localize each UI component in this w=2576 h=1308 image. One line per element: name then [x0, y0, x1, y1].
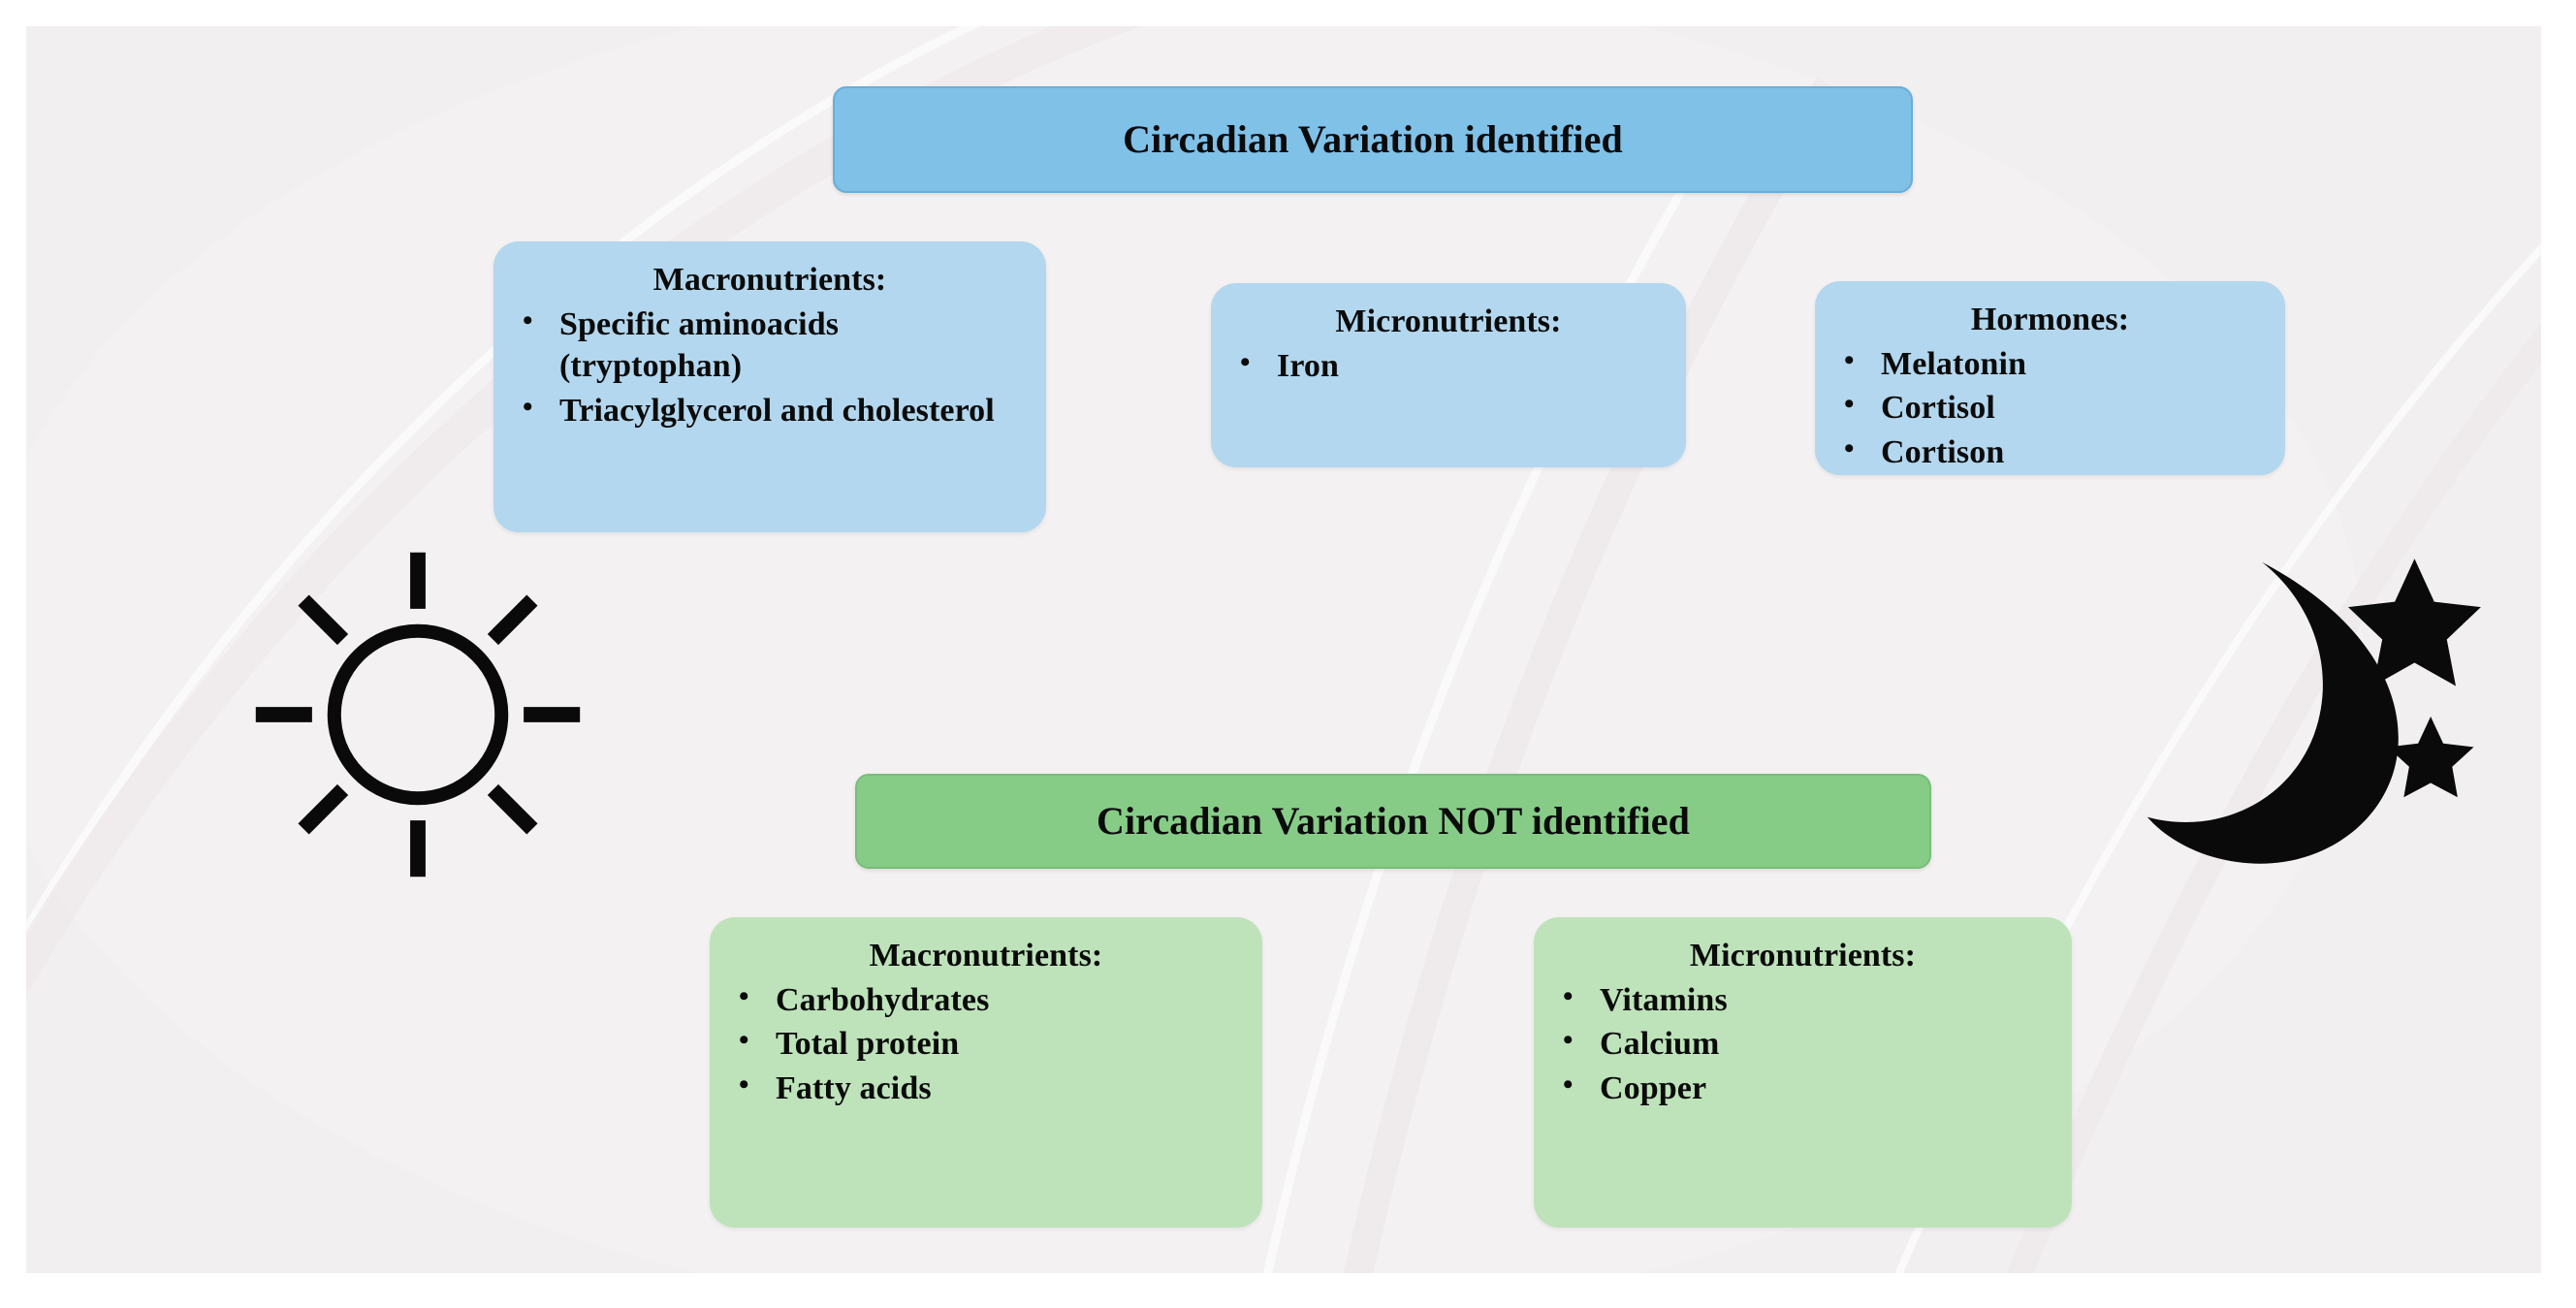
- box-title: Hormones:: [1970, 302, 2130, 337]
- bullet-list: Iron: [1232, 344, 1665, 388]
- list-item: Calcium: [1555, 1022, 2051, 1066]
- slide-panel: Circadian Variation identified Macronutr…: [26, 26, 2541, 1273]
- moon-and-stars-icon: [2147, 558, 2481, 864]
- bullet-list: Vitamins Calcium Copper: [1555, 978, 2051, 1110]
- list-item: Specific aminoacids (tryptophan): [515, 303, 1025, 388]
- box-not-identified-macronutrients: Macronutrients: Carbohydrates Total prot…: [710, 917, 1262, 1228]
- header-circadian-variation-identified: Circadian Variation identified: [833, 86, 1913, 193]
- header-not-identified-label: Circadian Variation NOT identified: [1096, 799, 1690, 844]
- list-item: Copper: [1555, 1067, 2051, 1110]
- box-identified-micronutrients: Micronutrients: Iron: [1211, 283, 1686, 467]
- star-icon: [2348, 558, 2481, 686]
- bullet-list: Specific aminoacids (tryptophan) Triacyl…: [515, 303, 1025, 432]
- box-identified-macronutrients: Macronutrients: Specific aminoacids (try…: [493, 241, 1046, 532]
- crescent-moon-icon: [2147, 561, 2399, 864]
- box-title: Macronutrients:: [652, 262, 887, 298]
- bullet-list: Carbohydrates Total protein Fatty acids: [731, 978, 1241, 1110]
- list-item: Cortisol: [1836, 386, 2264, 430]
- header-circadian-variation-not-identified: Circadian Variation NOT identified: [855, 774, 1931, 869]
- list-item: Total protein: [731, 1022, 1241, 1066]
- list-item: Fatty acids: [731, 1067, 1241, 1110]
- list-item: Iron: [1232, 344, 1665, 388]
- box-identified-hormones: Hormones: Melatonin Cortisol Cortison: [1815, 281, 2285, 475]
- list-item: Vitamins: [1555, 978, 2051, 1022]
- header-identified-label: Circadian Variation identified: [1123, 117, 1623, 162]
- list-item: Triacylglycerol and cholesterol: [515, 389, 1025, 432]
- box-not-identified-micronutrients: Micronutrients: Vitamins Calcium Copper: [1534, 917, 2072, 1228]
- sun-icon: [255, 552, 581, 877]
- box-title: Micronutrients:: [1689, 938, 1917, 973]
- bullet-list: Melatonin Cortisol Cortison: [1836, 342, 2264, 474]
- list-item: Carbohydrates: [731, 978, 1241, 1022]
- star-icon: [2387, 717, 2474, 798]
- list-item: Melatonin: [1836, 342, 2264, 386]
- box-title: Macronutrients:: [869, 938, 1103, 973]
- box-title: Micronutrients:: [1335, 303, 1562, 339]
- list-item: Cortison: [1836, 431, 2264, 474]
